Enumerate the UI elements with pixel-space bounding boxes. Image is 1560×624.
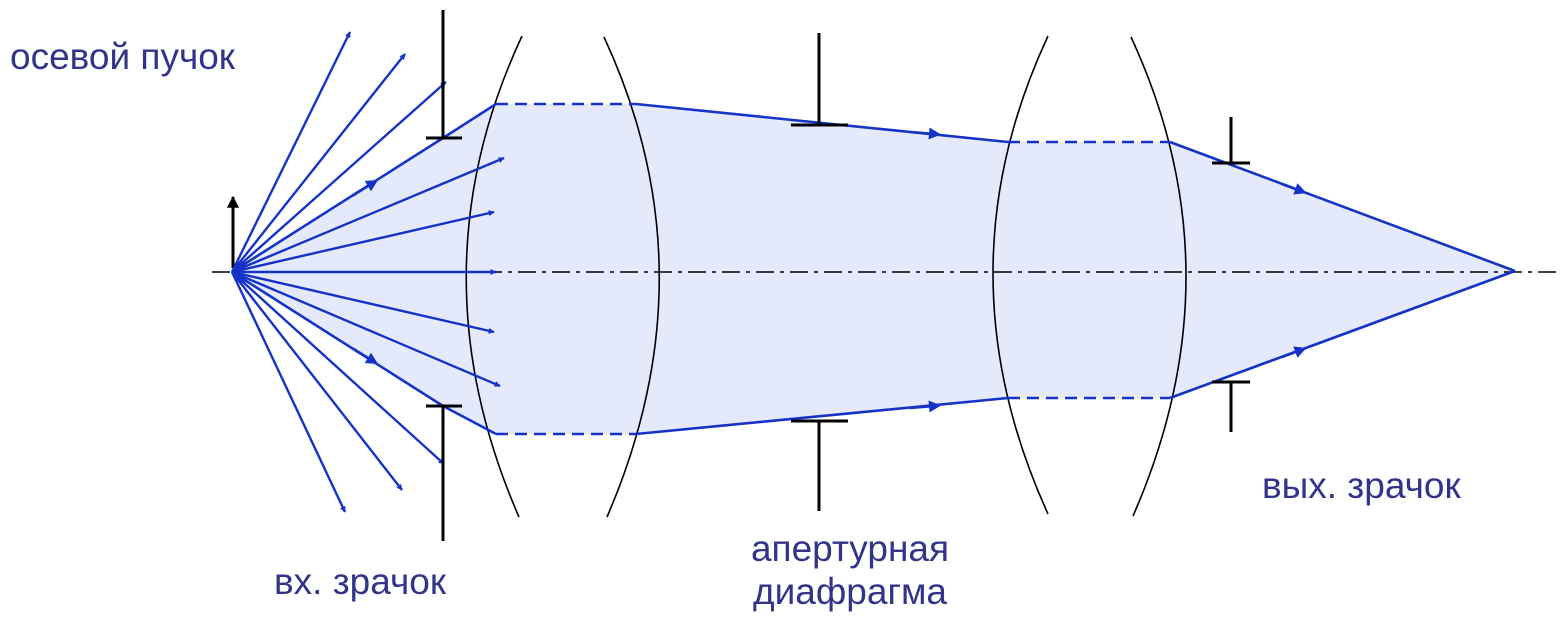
exit-pupil-marks (1212, 117, 1250, 432)
lower-ray-middle (635, 396, 1009, 436)
ray (231, 270, 495, 334)
beam-direction-arrows (351, 127, 1307, 413)
upper-ray-middle (635, 102, 1009, 144)
aperture-stop-label-line-1: апертурная (750, 528, 950, 569)
lens-2-back-surface (1130, 36, 1187, 517)
lower-image-arrow (1281, 346, 1307, 359)
lenses (465, 35, 1187, 518)
ray (231, 156, 505, 274)
beam-fill (232, 104, 1515, 434)
aperture-stop-marks (791, 33, 848, 511)
ray (231, 271, 403, 491)
lower-middle-arrow (909, 400, 941, 413)
lower-edge-arrow-left (351, 346, 379, 365)
aperture-stop-label-line-2: диафрагма (753, 570, 947, 612)
ray (231, 81, 447, 273)
lens-2-front-surface (992, 35, 1049, 515)
ray (231, 53, 406, 273)
ray (231, 210, 495, 274)
entrance-pupil-label: вх. зрачок (274, 561, 447, 602)
ray (231, 271, 445, 465)
entrance-pupil-marks (426, 10, 462, 541)
axial-beam-label: осевой пучок (10, 36, 235, 77)
ray-fan (230, 31, 505, 513)
upper-middle-arrow (909, 127, 941, 140)
upper-edge-arrow-left (351, 179, 379, 198)
ray (231, 270, 501, 388)
aperture-stop-label: апертурная диафрагма (700, 528, 1000, 613)
lens-1-front-surface (465, 35, 523, 518)
lower-ray-image (1169, 269, 1516, 400)
ray (230, 31, 352, 273)
exit-pupil-label: вых. зрачок (1262, 465, 1461, 506)
lens-1-back-surface (603, 36, 661, 518)
ray (230, 271, 347, 513)
upper-image-arrow (1281, 182, 1307, 195)
